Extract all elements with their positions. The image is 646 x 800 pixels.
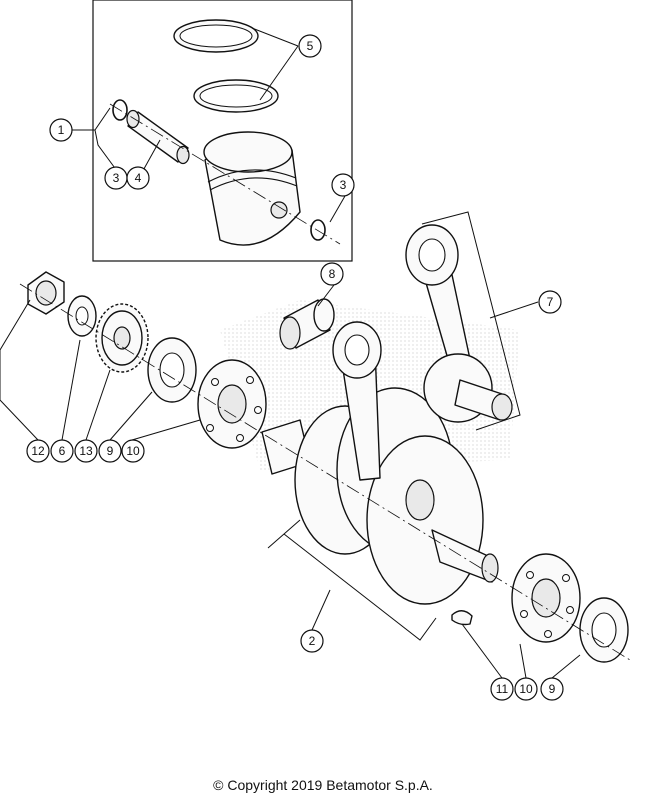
callout-7: 7 (538, 290, 562, 314)
piston-pin (126, 109, 190, 165)
svg-text:1: 1 (58, 123, 65, 137)
crankshaft-bracket (267, 519, 437, 641)
callout-5: 5 (298, 34, 322, 58)
callout-11: 11 (490, 677, 514, 701)
callout-9-right: 9 (540, 677, 564, 701)
svg-text:3: 3 (113, 171, 120, 185)
svg-text:7: 7 (547, 295, 554, 309)
callout-3-right: 3 (331, 173, 355, 197)
bearing-right (511, 553, 581, 643)
needle-bearing (279, 298, 335, 350)
svg-text:2: 2 (309, 634, 316, 648)
callout-1: 1 (49, 118, 73, 142)
conrod-kit-bracket (421, 211, 521, 431)
piston-ring-upper (173, 19, 259, 53)
svg-text:12: 12 (31, 444, 45, 458)
svg-text:8: 8 (329, 267, 336, 281)
svg-text:10: 10 (126, 444, 140, 458)
connecting-rod-kit (405, 224, 513, 423)
svg-text:9: 9 (549, 682, 556, 696)
woodruff-key (451, 610, 473, 626)
callout-6: 6 (50, 439, 74, 463)
callout-10-right: 10 (514, 677, 538, 701)
circlip-right (310, 219, 326, 241)
callout-12: 12 (26, 439, 50, 463)
piston (203, 131, 301, 246)
svg-text:4: 4 (135, 171, 142, 185)
callout-3-left: 3 (104, 166, 128, 190)
svg-text:10: 10 (519, 682, 533, 696)
nut (27, 271, 65, 315)
oil-seal-left (147, 337, 197, 403)
exploded-parts-diagram: 1 3 4 5 3 8 7 12 6 13 9 10 2 11 10 9 (0, 0, 631, 701)
primary-gear (95, 303, 149, 373)
bearing-left (197, 359, 267, 449)
circlip-left (112, 99, 128, 121)
piston-ring-lower (193, 79, 279, 113)
callout-13: 13 (74, 439, 98, 463)
washer (67, 295, 97, 337)
callout-10-left: 10 (121, 439, 145, 463)
callout-9-left: 9 (98, 439, 122, 463)
callout-4: 4 (126, 166, 150, 190)
svg-text:9: 9 (107, 444, 114, 458)
svg-text:3: 3 (340, 178, 347, 192)
callout-2: 2 (300, 629, 324, 653)
svg-text:13: 13 (79, 444, 93, 458)
copyright-notice: © Copyright 2019 Betamotor S.p.A. (213, 777, 433, 793)
callout-8: 8 (320, 262, 344, 286)
oil-seal-right (579, 597, 629, 663)
svg-text:6: 6 (59, 444, 66, 458)
connecting-rod-assembled (332, 321, 382, 481)
svg-text:11: 11 (496, 682, 509, 696)
svg-text:5: 5 (307, 39, 314, 53)
